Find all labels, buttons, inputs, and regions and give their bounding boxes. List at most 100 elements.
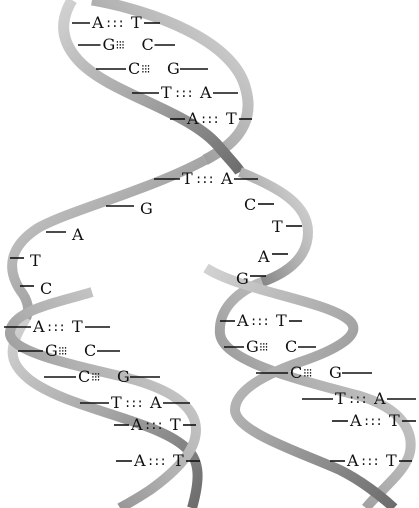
base-right: C bbox=[84, 341, 96, 360]
base-left: A bbox=[236, 311, 249, 330]
right-daughter-old-strand bbox=[214, 277, 416, 508]
base-right: G bbox=[117, 367, 130, 386]
base: A bbox=[257, 247, 270, 266]
double-hydrogen-bond: ::: bbox=[174, 86, 193, 100]
base-right: C bbox=[142, 35, 154, 54]
base-left: A bbox=[133, 451, 146, 470]
double-hydrogen-bond: ::: bbox=[348, 392, 367, 406]
base-right: G bbox=[329, 363, 342, 382]
base-right: T bbox=[389, 411, 400, 430]
base-right: A bbox=[373, 389, 386, 408]
base-right: A bbox=[220, 169, 233, 188]
base: C bbox=[244, 195, 256, 214]
unpaired-base-left: T bbox=[10, 251, 41, 270]
base-right: G bbox=[167, 59, 180, 78]
base-left: A bbox=[186, 109, 199, 128]
right-daughter-new-strand bbox=[203, 263, 398, 508]
base-left: A bbox=[346, 451, 359, 470]
left-daughter-helix bbox=[5, 287, 203, 508]
base-left: G bbox=[45, 341, 58, 360]
unpaired-base-left: C bbox=[20, 279, 52, 298]
base-left: C bbox=[290, 363, 302, 382]
base-left: T bbox=[335, 389, 346, 408]
double-hydrogen-bond: ::: bbox=[360, 454, 379, 468]
base: C bbox=[40, 279, 52, 298]
base-right: T bbox=[173, 451, 184, 470]
triple-hydrogen-bond: ⁝⁝⁝ bbox=[91, 370, 100, 384]
base: T bbox=[272, 217, 283, 236]
base-right: T bbox=[386, 451, 397, 470]
base-left: C bbox=[78, 367, 90, 386]
base-right: C bbox=[285, 337, 297, 356]
triple-hydrogen-bond: ⁝⁝⁝ bbox=[116, 38, 125, 52]
fork-left-strand bbox=[7, 155, 208, 321]
parent-strand-front bbox=[58, 0, 245, 175]
unpaired-base-left: G bbox=[106, 199, 153, 218]
base-left: C bbox=[128, 59, 140, 78]
base-left: T bbox=[182, 169, 193, 188]
parent-base-pair: G⁝⁝⁝ C bbox=[78, 35, 175, 54]
triple-hydrogen-bond: ⁝⁝⁝ bbox=[58, 344, 67, 358]
parent-base-pair: A:::T bbox=[170, 109, 252, 128]
parent-base-pair: A:::T bbox=[72, 13, 160, 32]
left-daughter-base-pair: G⁝⁝⁝ C bbox=[18, 341, 120, 360]
double-hydrogen-bond: ::: bbox=[200, 112, 219, 126]
unpaired-base-right: T bbox=[272, 217, 302, 236]
triple-hydrogen-bond: ⁝⁝⁝ bbox=[259, 340, 268, 354]
base-left: A bbox=[130, 415, 143, 434]
double-hydrogen-bond: ::: bbox=[124, 396, 143, 410]
base: G bbox=[236, 269, 249, 288]
base-right: T bbox=[72, 317, 83, 336]
double-hydrogen-bond: ::: bbox=[144, 418, 163, 432]
fork-right-strand bbox=[238, 167, 314, 287]
base-right: T bbox=[131, 13, 142, 32]
base: G bbox=[140, 199, 153, 218]
unpaired-base-right: A bbox=[257, 247, 288, 266]
left-daughter-base-pairs: A:::TG⁝⁝⁝CC⁝⁝⁝GT:::AA:::TA:::T bbox=[4, 317, 200, 470]
double-hydrogen-bond: ::: bbox=[250, 314, 269, 328]
left-daughter-base-pair: C⁝⁝⁝ G bbox=[44, 367, 160, 386]
parent-base-pair: C⁝⁝⁝ G bbox=[96, 59, 208, 78]
base-left: T bbox=[111, 393, 122, 412]
parent-base-pair: T:::A bbox=[132, 83, 238, 102]
base-right: T bbox=[276, 311, 287, 330]
parent-helix bbox=[58, 0, 254, 175]
right-daughter-base-pair: C⁝⁝⁝ G bbox=[256, 363, 372, 382]
right-daughter-base-pair: T:::A bbox=[302, 389, 416, 408]
right-daughter-base-pairs: A:::TG⁝⁝⁝CC⁝⁝⁝GT:::AA:::TA:::T bbox=[220, 311, 416, 470]
base-left: A bbox=[91, 13, 104, 32]
base-right: A bbox=[149, 393, 162, 412]
unpaired-base-left: A bbox=[46, 225, 84, 244]
parent-base-pair: T:::A bbox=[154, 169, 258, 188]
base-left: A bbox=[32, 317, 45, 336]
left-daughter-base-pair: T:::A bbox=[80, 393, 190, 412]
base-left: T bbox=[161, 83, 172, 102]
base: T bbox=[30, 251, 41, 270]
left-daughter-new-strand bbox=[5, 287, 202, 508]
unpaired-base-right: G bbox=[236, 269, 266, 288]
base-right: T bbox=[170, 415, 181, 434]
left-daughter-old-strand bbox=[7, 315, 203, 508]
triple-hydrogen-bond: ⁝⁝⁝ bbox=[141, 62, 150, 76]
double-hydrogen-bond: ::: bbox=[105, 16, 124, 30]
double-hydrogen-bond: ::: bbox=[46, 320, 65, 334]
triple-hydrogen-bond: ⁝⁝⁝ bbox=[303, 366, 312, 380]
base-right: T bbox=[226, 109, 237, 128]
parent-strand-back bbox=[91, 0, 254, 165]
right-daughter-helix bbox=[203, 263, 416, 508]
double-hydrogen-bond: ::: bbox=[195, 172, 214, 186]
base-left: G bbox=[103, 35, 116, 54]
left-daughter-base-pair: A:::T bbox=[4, 317, 110, 336]
parent-base-pairs: A:::TG⁝⁝⁝CC⁝⁝⁝GT:::AA:::TT:::A bbox=[72, 13, 258, 188]
right-daughter-base-pair: G⁝⁝⁝C bbox=[224, 337, 316, 356]
left-daughter-base-pair: A:::T bbox=[114, 415, 196, 434]
base: A bbox=[71, 225, 84, 244]
right-daughter-base-pair: A:::T bbox=[330, 451, 412, 470]
right-daughter-base-pair: A:::T bbox=[220, 311, 302, 330]
left-daughter-base-pair: A:::T bbox=[116, 451, 200, 470]
base-right: A bbox=[199, 83, 212, 102]
base-left: A bbox=[349, 411, 362, 430]
right-daughter-base-pair: A:::T bbox=[332, 411, 416, 430]
